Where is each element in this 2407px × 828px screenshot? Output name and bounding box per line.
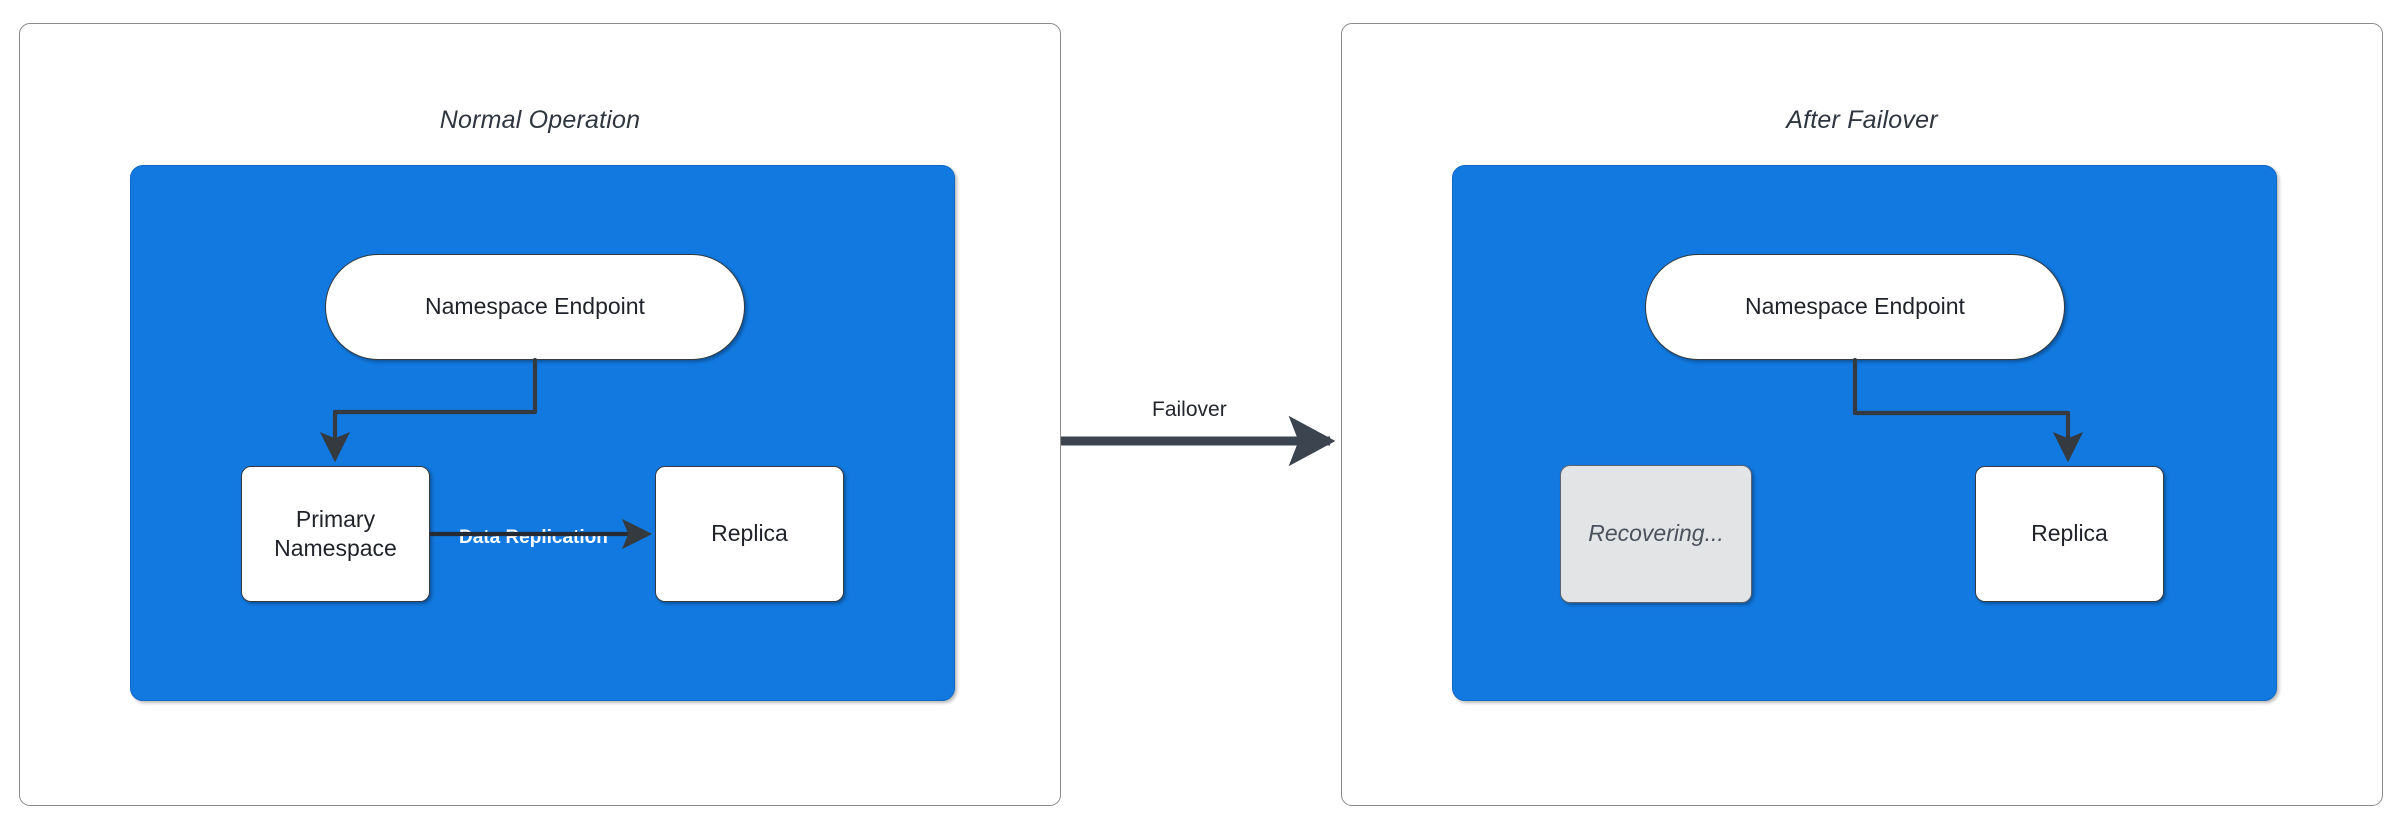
node-primary-namespace[interactable]: Primary Namespace — [241, 466, 430, 602]
node-replica-left[interactable]: Replica — [655, 466, 844, 602]
node-primary-namespace-line2: Namespace — [274, 535, 397, 561]
node-namespace-endpoint-right[interactable]: Namespace Endpoint — [1645, 254, 2065, 360]
node-recovering[interactable]: Recovering... — [1560, 465, 1752, 603]
node-namespace-endpoint-left[interactable]: Namespace Endpoint — [325, 254, 745, 360]
node-replica-right[interactable]: Replica — [1975, 466, 2164, 602]
transition-label-failover: Failover — [1152, 398, 1227, 421]
panel-title-normal-operation: Normal Operation — [439, 106, 641, 134]
node-primary-namespace-line1: Primary — [295, 505, 376, 532]
zone-primary-region — [130, 165, 955, 701]
panel-title-after-failover: After Failover — [1786, 106, 1938, 134]
edge-label-data-replication: Data Replication — [459, 527, 608, 548]
node-primary-namespace-label: Primary Namespace — [274, 505, 397, 564]
zone-failover-region — [1452, 165, 2277, 701]
